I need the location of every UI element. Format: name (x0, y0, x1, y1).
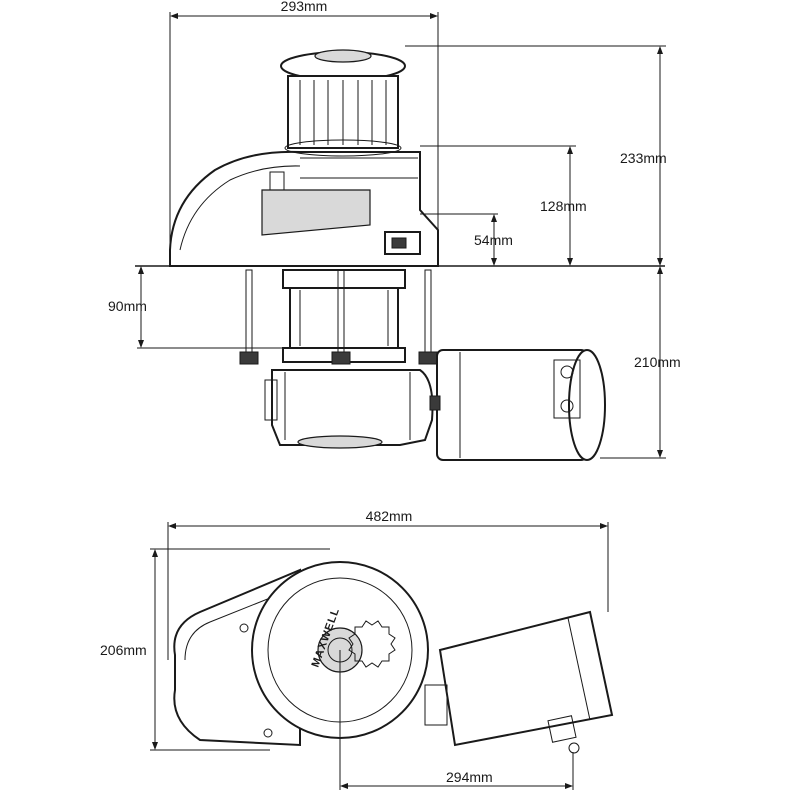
dim-90-label: 90mm (108, 298, 147, 314)
dim-54: 54mm (420, 213, 513, 266)
side-view: 293mm 233mm 128mm 54mm (108, 0, 681, 461)
top-motor (424, 610, 614, 754)
dim-90: 90mm (108, 266, 290, 349)
dim-482-label: 482mm (366, 508, 413, 524)
dim-482: 482mm (167, 508, 609, 660)
top-view: MAXWELL 482mm 206mm (100, 508, 614, 790)
dim-128-label: 128mm (540, 198, 587, 214)
shaft-housing (239, 269, 438, 365)
dim-210: 210mm (600, 266, 681, 459)
gearbox (264, 369, 434, 449)
dim-294-label: 294mm (446, 769, 493, 785)
dim-206-label: 206mm (100, 642, 147, 658)
dim-233-label: 233mm (620, 150, 667, 166)
dim-210-label: 210mm (634, 354, 681, 370)
dim-293: 293mm (169, 0, 439, 266)
dim-54-label: 54mm (474, 232, 513, 248)
dim-293-label: 293mm (281, 0, 328, 14)
dim-233: 233mm (405, 45, 667, 266)
dim-128: 128mm (420, 145, 587, 266)
dim-206: 206mm (100, 548, 330, 751)
dim-294: 294mm (339, 650, 574, 790)
side-motor (429, 349, 606, 461)
gypsy-drum (280, 49, 406, 157)
